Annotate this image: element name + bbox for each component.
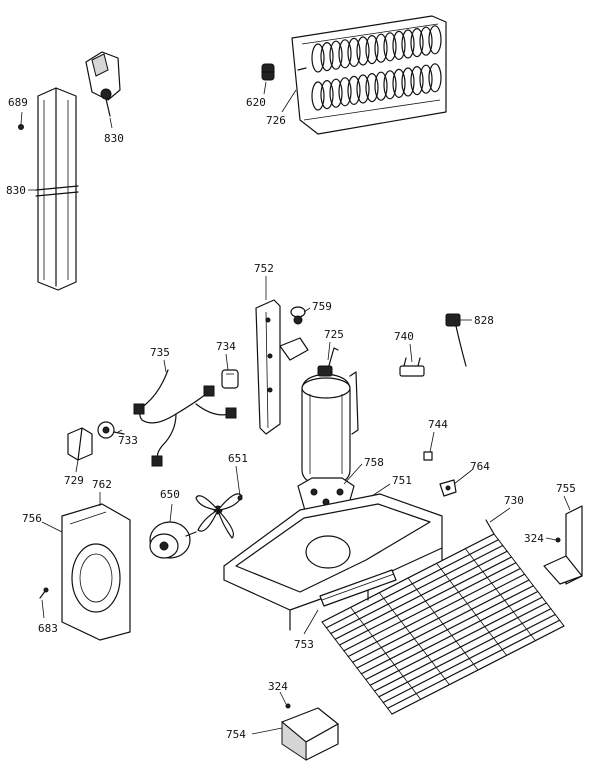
label-755: 755 xyxy=(556,482,576,495)
part-726-condenser xyxy=(291,15,447,135)
part-830-bracket xyxy=(85,51,121,117)
part-733-terminal xyxy=(97,421,125,439)
part-725-compressor xyxy=(301,347,359,487)
label-729: 729 xyxy=(64,474,84,487)
label-740: 740 xyxy=(394,330,414,343)
label-758: 758 xyxy=(364,456,384,469)
label-830-channel: 830 xyxy=(6,184,26,197)
part-754-bracket xyxy=(281,703,339,761)
part-740-relay xyxy=(399,357,425,377)
part-620-grommet xyxy=(261,63,275,81)
label-759: 759 xyxy=(312,300,332,313)
label-620: 620 xyxy=(246,96,266,109)
label-762: 762 xyxy=(92,478,112,491)
label-683: 683 xyxy=(38,622,58,635)
part-764-clip xyxy=(439,479,457,497)
part-759-grommet xyxy=(290,306,306,325)
label-733: 733 xyxy=(118,434,138,447)
part-756-shroud xyxy=(61,503,131,641)
part-752-bracket xyxy=(255,299,309,435)
part-753-rail xyxy=(319,569,397,607)
part-751-base-pan xyxy=(223,493,443,631)
part-734-capacitor xyxy=(221,369,239,389)
label-744: 744 xyxy=(428,418,448,431)
part-830-channel xyxy=(35,87,79,291)
label-726: 726 xyxy=(266,114,286,127)
label-689: 689 xyxy=(8,96,28,109)
label-764: 764 xyxy=(470,460,490,473)
label-830-bracket: 830 xyxy=(104,132,124,145)
label-756: 756 xyxy=(22,512,42,525)
leader-lines xyxy=(20,81,571,735)
part-683-screw xyxy=(39,587,49,599)
part-755-bracket xyxy=(543,505,583,585)
part-735-harness xyxy=(133,369,237,467)
label-651: 651 xyxy=(228,452,248,465)
label-324-upper: 324 xyxy=(524,532,544,545)
part-729-box xyxy=(67,427,93,461)
label-725: 725 xyxy=(324,328,344,341)
part-689-screw xyxy=(18,124,24,130)
part-labels: 689 830 830 620 726 752 759 725 740 828 … xyxy=(6,96,576,741)
label-650: 650 xyxy=(160,488,180,501)
part-828-overload xyxy=(445,313,467,367)
label-828: 828 xyxy=(474,314,494,327)
part-744-clip xyxy=(423,451,433,461)
label-735: 735 xyxy=(150,346,170,359)
label-734: 734 xyxy=(216,340,236,353)
part-650-fan-motor xyxy=(149,521,197,559)
label-752: 752 xyxy=(254,262,274,275)
part-730-grid xyxy=(321,519,565,715)
label-751: 751 xyxy=(392,474,412,487)
part-651-fan-blade xyxy=(195,493,243,539)
label-324-lower: 324 xyxy=(268,680,288,693)
label-754: 754 xyxy=(226,728,246,741)
label-730: 730 xyxy=(504,494,524,507)
label-753: 753 xyxy=(294,638,314,651)
